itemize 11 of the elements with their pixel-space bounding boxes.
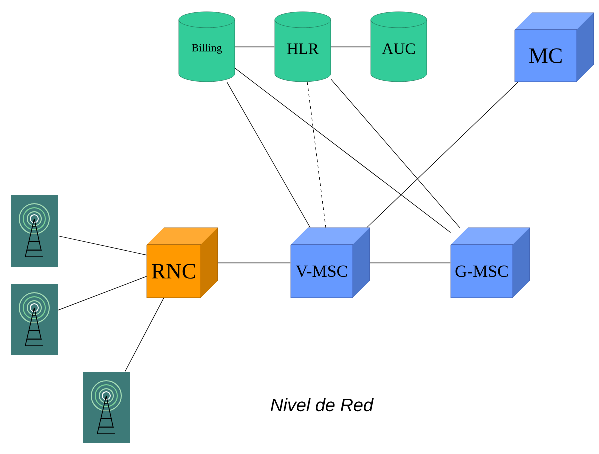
caption: Nivel de Red [271, 398, 374, 412]
cube-box: RNC [146, 228, 218, 298]
radio-tower-drawing [11, 195, 58, 267]
radio-tower-drawing [11, 284, 58, 355]
cylinder: AUC [370, 12, 428, 82]
cube-box: G-MSC [450, 228, 530, 298]
cylinder: HLR [274, 12, 332, 82]
radio-tower-drawing [83, 372, 130, 443]
cylinder: Billing [178, 12, 236, 82]
cube-box: V-MSC [290, 228, 370, 298]
cube-box: MC [514, 12, 594, 82]
